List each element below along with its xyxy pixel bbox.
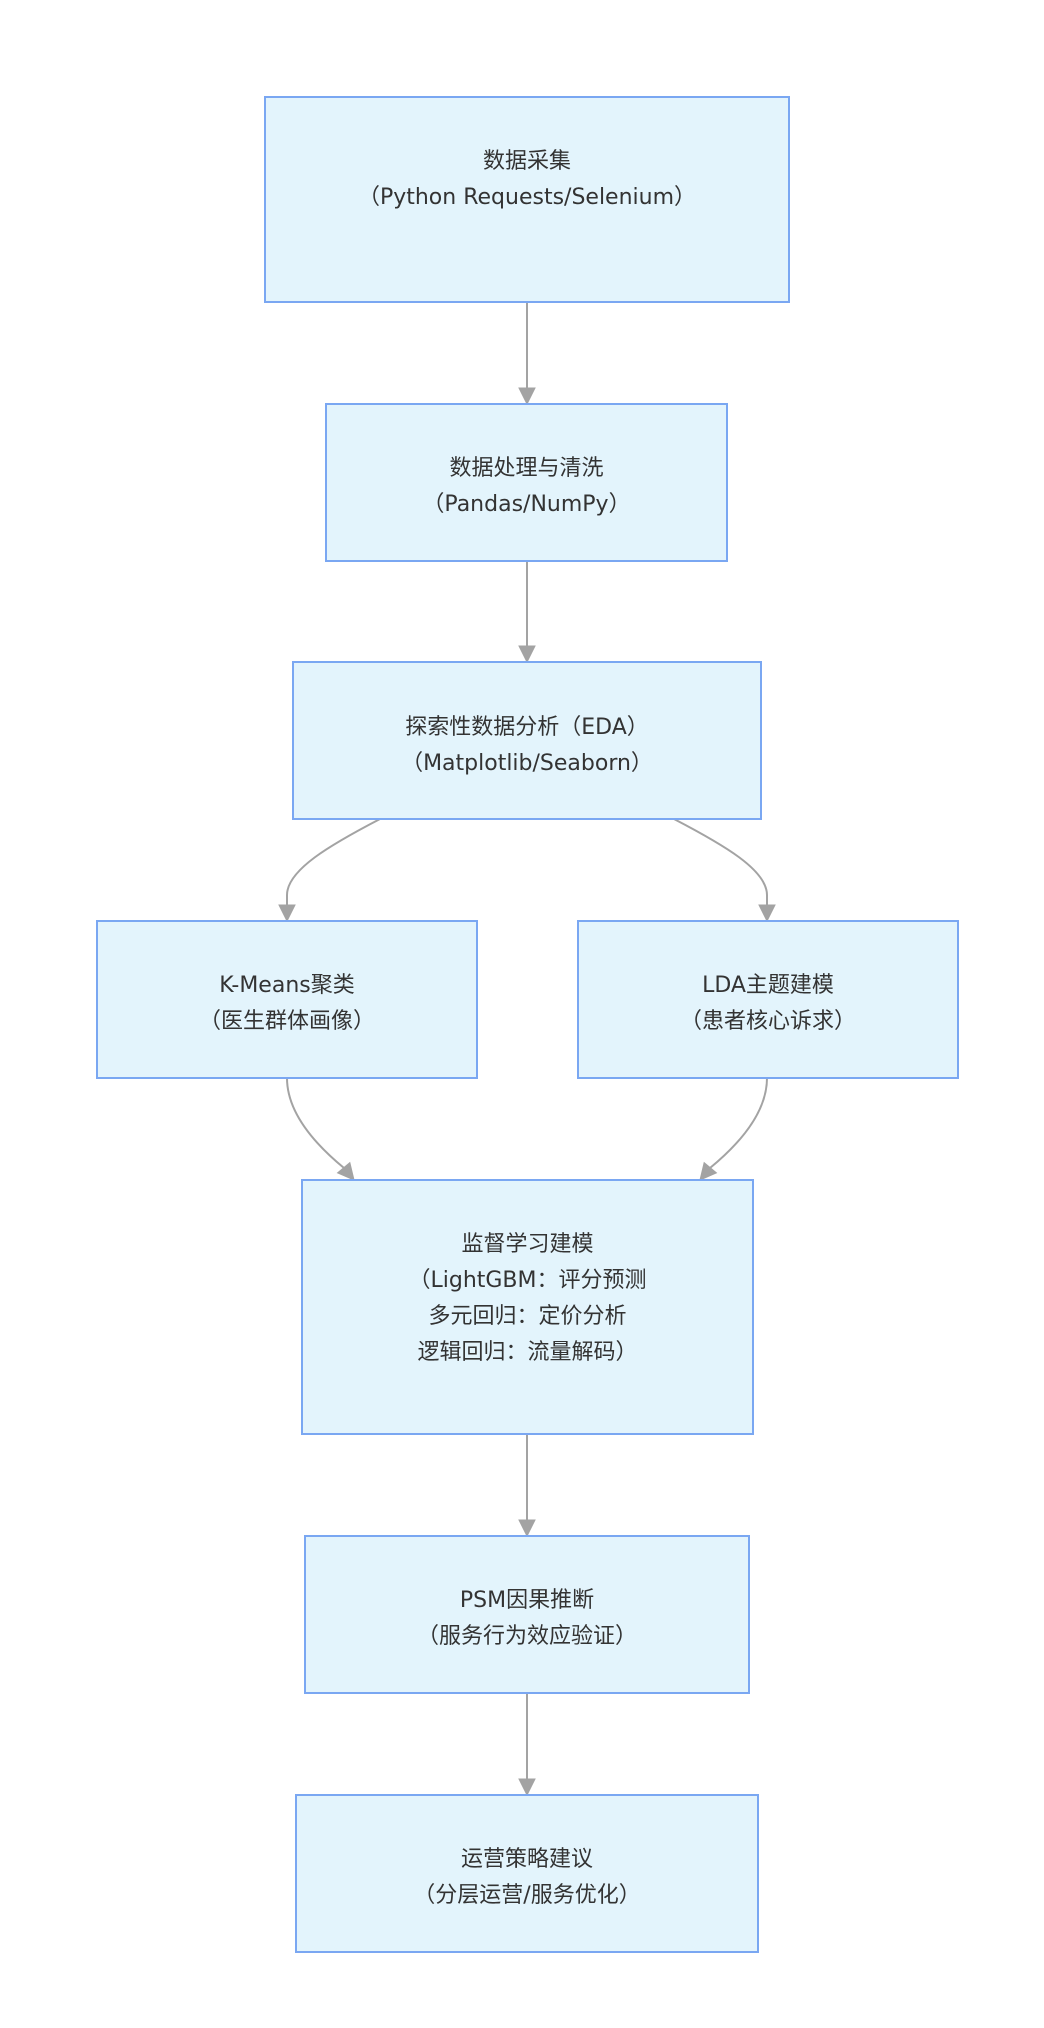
arrowhead-kmeans-to-supervised [336, 1161, 355, 1181]
node-box-eda [292, 661, 762, 820]
arrowhead-psm-to-strategy [518, 1778, 536, 1797]
node-label-lda-line-2: （患者核心诉求） [680, 1009, 856, 1034]
edge-eda-to-kmeans [286, 818, 381, 909]
node-box-kmeans [96, 920, 478, 1079]
node-label-eda-line-2: （Matplotlib/Seaborn） [401, 751, 653, 776]
node-label-strategy-line-1: 运营策略建议 [461, 1847, 593, 1872]
node-label-collect-line-2: （Python Requests/Selenium） [358, 185, 696, 210]
node-label-collect-line-1: 数据采集 [483, 149, 571, 174]
node-label-clean-line-1: 数据处理与清洗 [449, 456, 603, 481]
node-label-clean-line-2: （Pandas/NumPy） [422, 492, 630, 517]
node-strategy: 运营策略建议 （分层运营/服务优化） [295, 1794, 759, 1953]
arrowhead-collect-to-clean [518, 387, 536, 406]
node-label-supervised-line-1: 监督学习建模 [461, 1232, 593, 1257]
edges-layer [278, 302, 776, 1797]
node-label-supervised-line-4: 逻辑回归：流量解码） [417, 1340, 637, 1365]
node-box-strategy [295, 1794, 759, 1953]
node-box-supervised [301, 1179, 754, 1435]
node-box-collect [264, 96, 790, 303]
node-label-kmeans-line-2: （医生群体画像） [199, 1009, 375, 1034]
node-label-psm-line-1: PSM因果推断 [460, 1588, 594, 1613]
node-collect: 数据采集 （Python Requests/Selenium） [264, 96, 790, 303]
arrowhead-clean-to-eda [518, 645, 536, 664]
edge-lda-to-supervised [709, 1077, 768, 1169]
node-label-supervised-line-2: （LightGBM：评分预测 [408, 1268, 646, 1293]
edge-kmeans-to-supervised [286, 1077, 345, 1169]
node-eda: 探索性数据分析（EDA） （Matplotlib/Seaborn） [292, 661, 762, 820]
node-clean: 数据处理与清洗 （Pandas/NumPy） [325, 403, 728, 562]
nodes-layer: 数据采集 （Python Requests/Selenium） 数据处理与清洗 （Pa… [96, 96, 959, 1953]
arrowhead-eda-to-lda [758, 904, 776, 923]
arrowhead-eda-to-kmeans [278, 904, 296, 923]
node-lda: LDA主题建模 （患者核心诉求） [577, 920, 959, 1079]
node-kmeans: K-Means聚类 （医生群体画像） [96, 920, 478, 1079]
node-label-kmeans-line-1: K-Means聚类 [219, 973, 354, 998]
node-label-eda-line-1: 探索性数据分析（EDA） [405, 715, 649, 740]
node-psm: PSM因果推断 （服务行为效应验证） [304, 1535, 750, 1694]
node-box-psm [304, 1535, 750, 1694]
node-label-strategy-line-2: （分层运营/服务优化） [413, 1883, 640, 1908]
arrowhead-lda-to-supervised [699, 1161, 718, 1181]
node-label-psm-line-2: （服务行为效应验证） [417, 1624, 637, 1649]
node-label-lda-line-1: LDA主题建模 [702, 973, 834, 998]
node-box-lda [577, 920, 959, 1079]
edge-eda-to-lda [673, 818, 768, 909]
node-box-clean [325, 403, 728, 562]
arrowhead-supervised-to-psm [518, 1519, 536, 1538]
node-label-supervised-line-3: 多元回归：定价分析 [428, 1304, 626, 1329]
